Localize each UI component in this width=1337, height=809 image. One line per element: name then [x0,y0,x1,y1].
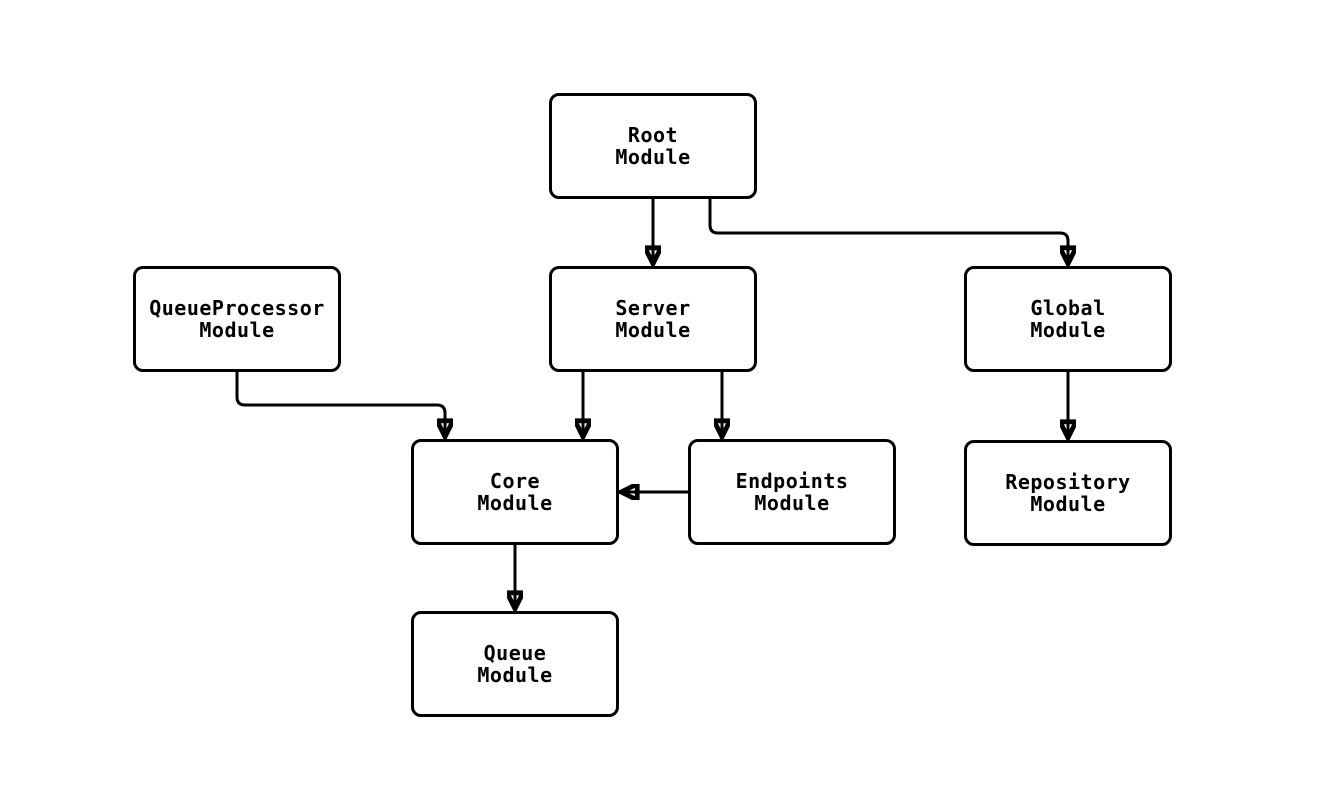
node-core-module-label: Core Module [477,469,553,515]
edge-queueprocessor-to-core [235,372,445,436]
node-root-module-label: Root Module [615,123,691,169]
node-server-module-label: Server Module [615,296,691,342]
edge-root-to-global [708,198,1068,263]
node-endpoints-module-label: Endpoints Module [735,469,849,515]
node-repository-module: Repository Module [964,440,1172,546]
node-queue-module: Queue Module [411,611,619,717]
node-endpoints-module: Endpoints Module [688,439,896,545]
node-global-module-label: Global Module [1030,296,1106,342]
node-queue-module-label: Queue Module [477,641,553,687]
node-core-module: Core Module [411,439,619,545]
node-repository-module-label: Repository Module [1005,470,1131,516]
node-root-module: Root Module [549,93,757,199]
node-queueprocessor-module-label: QueueProcessor Module [149,296,325,342]
node-server-module: Server Module [549,266,757,372]
node-global-module: Global Module [964,266,1172,372]
node-queueprocessor-module: QueueProcessor Module [133,266,341,372]
